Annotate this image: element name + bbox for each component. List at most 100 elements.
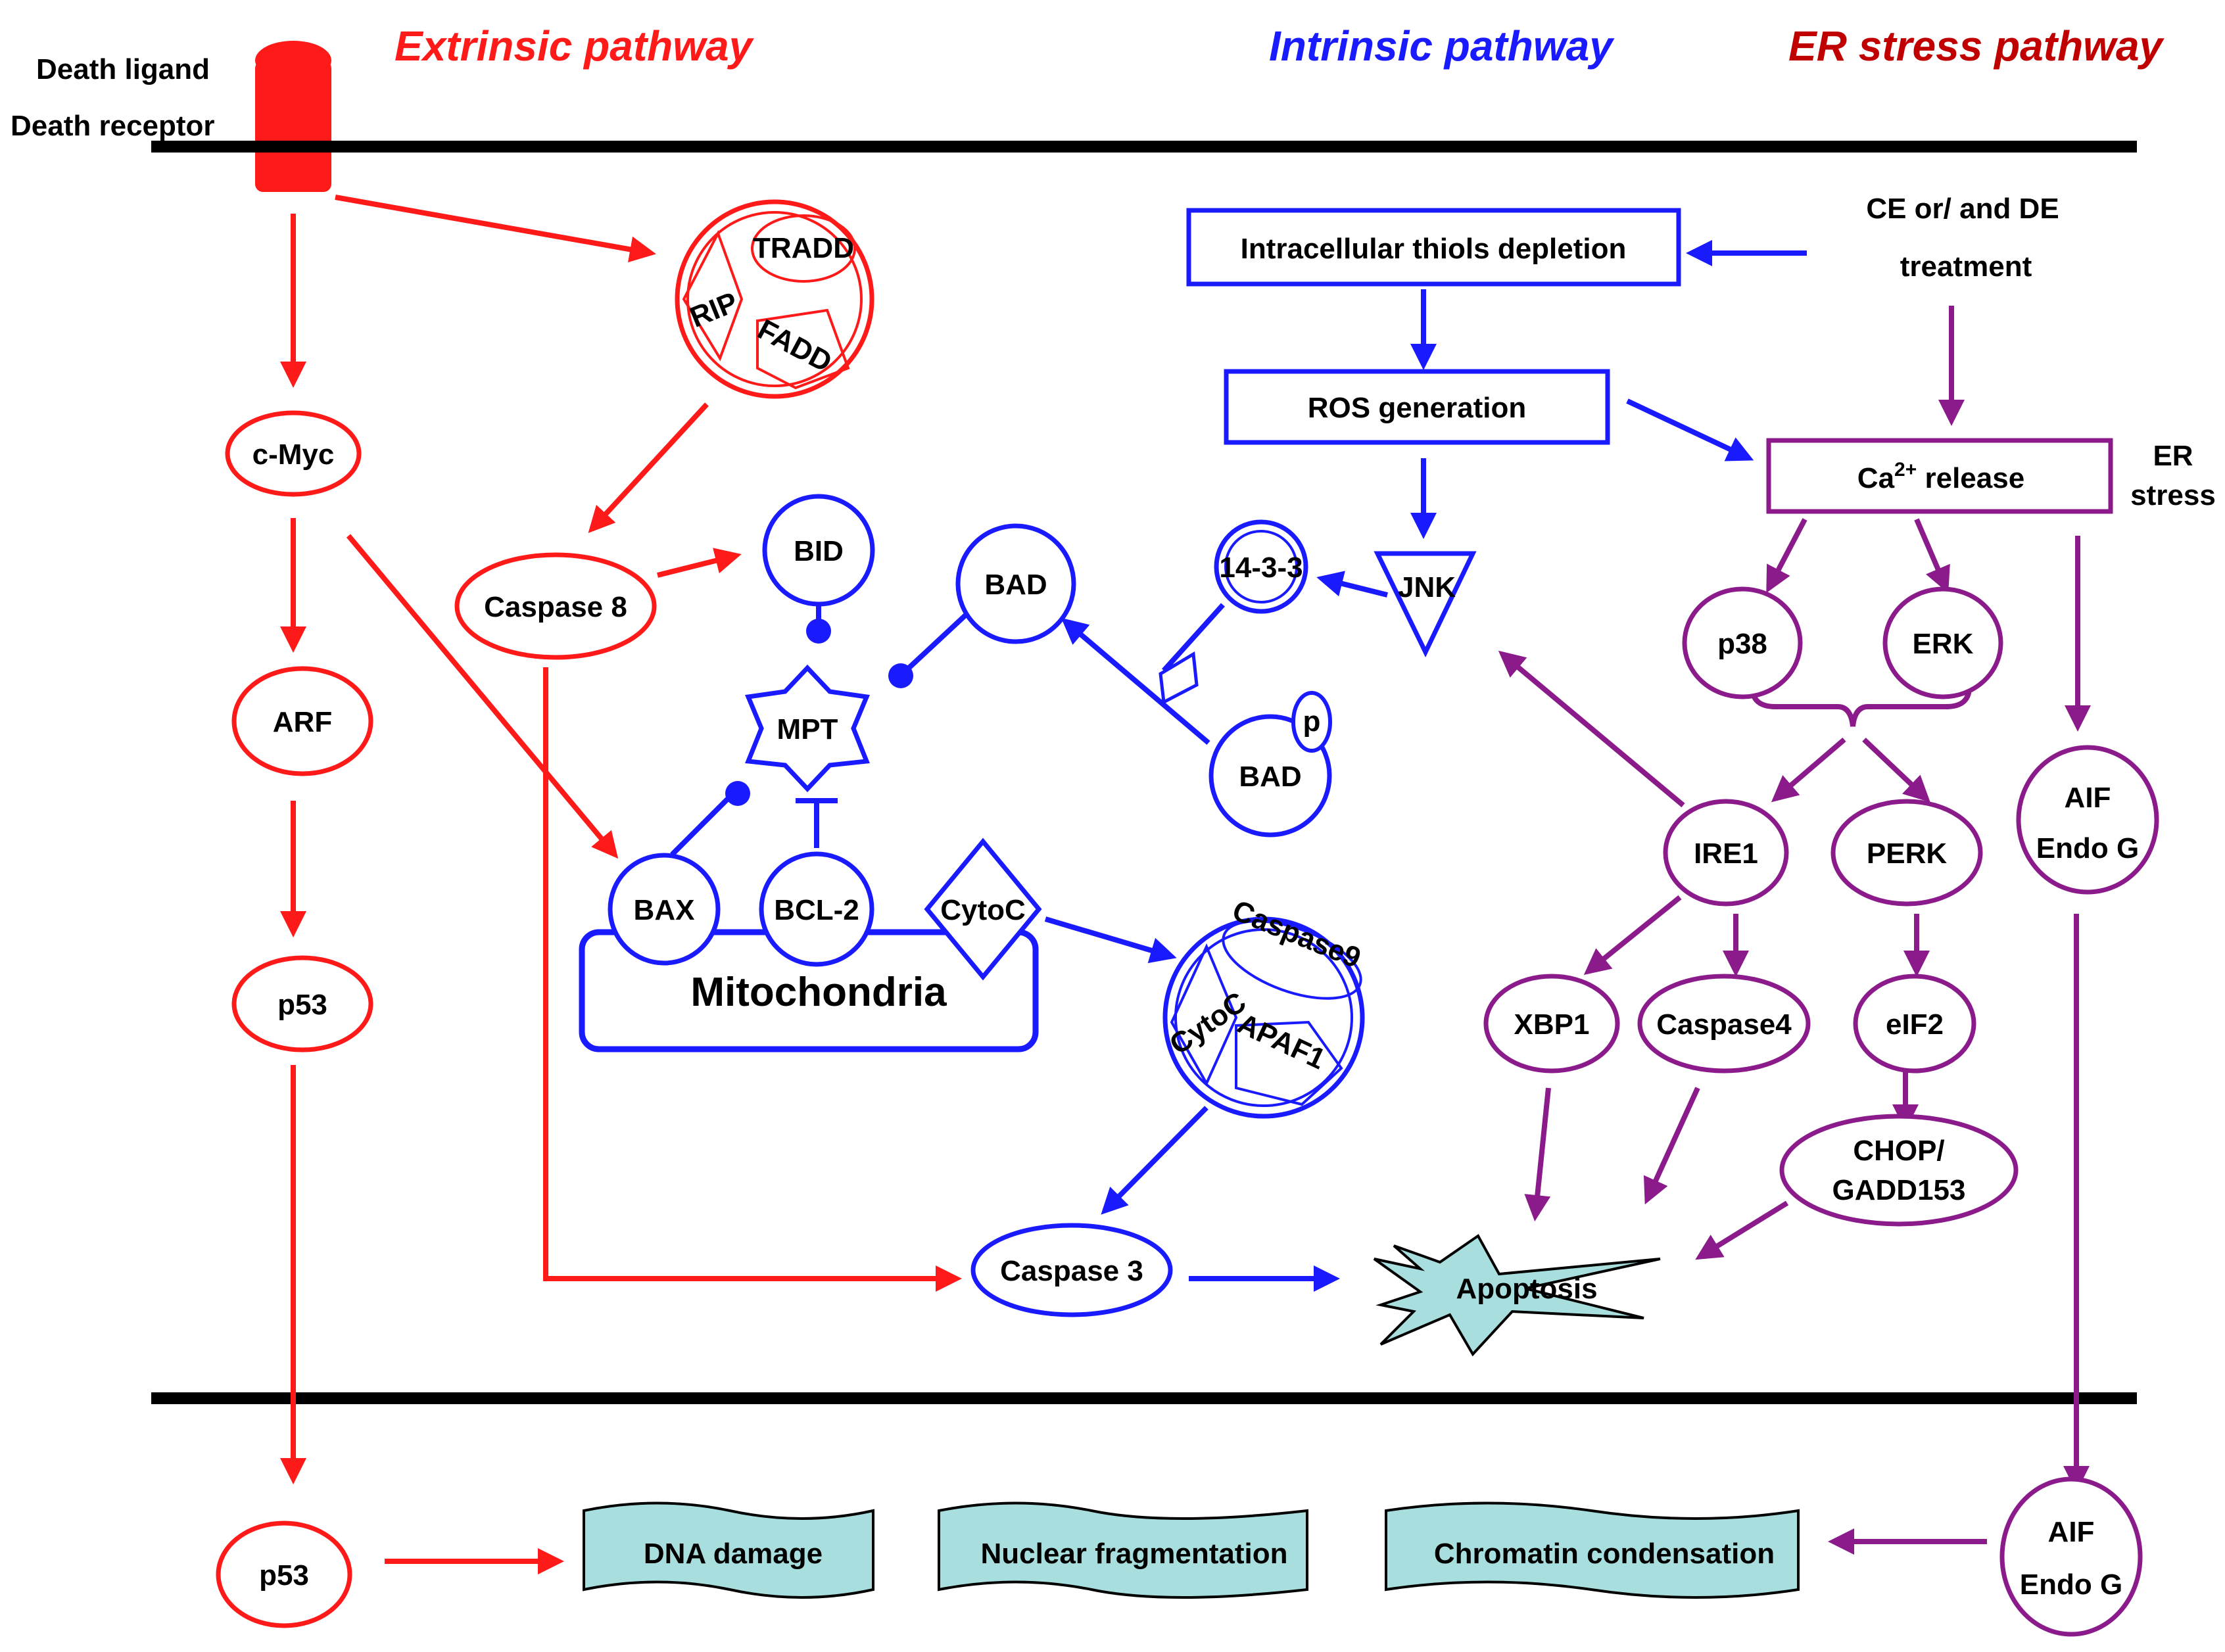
node-bcl2-label: BCL-2 [774, 894, 859, 926]
node-eif2-label: eIF2 [1886, 1008, 1944, 1041]
node-arf-label: ARF [273, 706, 332, 738]
treatment-label-line1: CE or/ and DE [1866, 193, 2059, 225]
edge-receptor-disc [335, 195, 656, 263]
node-bax: BAX [608, 853, 721, 966]
box-chromatin-condensation: Chromatin condensation [1385, 1501, 1800, 1599]
node-thiols-depletion: Intracellular thiols depletion [1186, 208, 1681, 287]
node-erk-label: ERK [1913, 628, 1974, 660]
edge-badp-bad [1061, 617, 1210, 745]
node-bad-phosphorylated-label: BAD [1239, 761, 1301, 793]
edge-cmyc-bax [346, 534, 619, 859]
node-c-myc: c-Myc [225, 410, 362, 497]
node-caspase8: Caspase 8 [454, 552, 657, 660]
node-p53-cytoplasm: p53 [231, 955, 373, 1052]
node-caspase8-label: Caspase 8 [484, 591, 627, 623]
node-arf: ARF [231, 666, 373, 776]
tradd-shape [751, 214, 856, 283]
inhibitor-dots [725, 619, 913, 806]
apoptosome-caspase9-shape [1222, 920, 1362, 1000]
node-caspase4: Caspase4 [1637, 974, 1811, 1074]
node-caspase3-label: Caspase 3 [1000, 1255, 1143, 1287]
cell-membrane-line [151, 141, 2137, 153]
node-aif-endog-nucleus: AIF Endo G [1999, 1476, 2143, 1637]
er-stress-label-line2: stress [2130, 479, 2216, 511]
mitochondria-label: Mitochondria [690, 970, 947, 1015]
node-14-3-3-label: 14-3-3 [1219, 552, 1303, 584]
apoptosome-cytoc-shape [1170, 943, 1238, 1087]
node-mpt-label: MPT [777, 713, 838, 745]
title-extrinsic: Extrinsic pathway [395, 22, 755, 70]
node-p53-cytoplasm-label: p53 [277, 989, 327, 1021]
death-ligand-label: Death ligand [36, 53, 210, 85]
node-aif-endog-label-1: AIF [2065, 782, 2111, 814]
edge-casp4-apoptosis [1643, 1087, 1700, 1205]
disc-complex: TRADD RIP FADD [675, 199, 874, 399]
phospho-p-label: p [1303, 705, 1321, 738]
brace-p38-erk [1750, 686, 1972, 727]
node-bid: BID [762, 494, 875, 607]
node-bad-phosphorylated: BAD p [1208, 691, 1332, 838]
title-er-stress: ER stress pathway [1788, 22, 2165, 70]
death-receptor-label: Death receptor [11, 110, 215, 142]
apoptosome-apaf1-shape [1235, 1020, 1343, 1106]
edge-ire1-jnk [1498, 650, 1685, 808]
node-c-myc-label: c-Myc [252, 438, 335, 471]
node-aif-endog-label-2: Endo G [2036, 832, 2139, 864]
edge-cytoc-apoptosome [1044, 916, 1177, 964]
ca-superscript: 2+ [1894, 459, 1917, 481]
node-xbp1-label: XBP1 [1514, 1008, 1590, 1041]
node-chop-gadd153-label-1: CHOP/ [1853, 1135, 1944, 1167]
node-p53-nucleus-label: p53 [259, 1559, 309, 1592]
box-nuclear-fragmentation-label: Nuclear fragmentation [981, 1538, 1288, 1570]
node-ire1-label: IRE1 [1694, 838, 1758, 870]
node-p38-label: p38 [1717, 628, 1767, 660]
nuclear-membrane-line [151, 1392, 2137, 1404]
edge-bax-mpt [670, 793, 733, 857]
node-jnk: JNK [1374, 551, 1477, 658]
node-apoptosis: Apoptosis [1373, 1234, 1661, 1357]
edge-casp8-casp3 [543, 667, 962, 1292]
node-ca-release-label: Ca2+ release [1857, 459, 2024, 494]
node-aif-endog-nucleus-label-2: Endo G [2020, 1569, 2122, 1601]
rip-shape [682, 230, 744, 362]
node-jnk-label: JNK [1398, 571, 1456, 603]
tradd-label: TRADD [753, 232, 854, 264]
node-perk: PERK [1830, 799, 1983, 907]
edge-1433-complex [1162, 603, 1225, 673]
node-chop-gadd153-label-2: GADD153 [1832, 1174, 1966, 1206]
node-thiols-depletion-label: Intracellular thiols depletion [1241, 233, 1627, 265]
node-mpt: MPT [745, 664, 870, 793]
node-caspase3: Caspase 3 [970, 1223, 1173, 1317]
mitochondria: Mitochondria [579, 929, 1039, 1052]
node-bad-label: BAD [984, 569, 1047, 601]
edge-brace-perk [1862, 738, 1930, 803]
node-bid-label: BID [794, 535, 844, 567]
node-aif-endog-nucleus-label-1: AIF [2048, 1516, 2095, 1548]
title-intrinsic: Intrinsic pathway [1269, 22, 1615, 70]
ca-symbol: Ca [1857, 462, 1895, 494]
node-cytoc-label: CytoC [940, 894, 1026, 926]
node-ire1: IRE1 [1663, 799, 1789, 907]
node-ros-generation: ROS generation [1224, 369, 1610, 445]
apoptosome-complex: Caspase9 CytoC APAF1 [1162, 894, 1365, 1119]
box-nuclear-fragmentation: Nuclear fragmentation [938, 1501, 1308, 1599]
node-bad: BAD [955, 523, 1076, 644]
edge-brace-ire1 [1771, 737, 1846, 803]
node-aif-endog: AIF Endo G [2016, 745, 2159, 895]
ca-release-text: release [1917, 462, 2024, 494]
edge-disc-casp8 [588, 402, 709, 533]
diamond-link [1159, 651, 1199, 705]
node-apoptosis-label: Apoptosis [1456, 1273, 1597, 1305]
death-receptor-icon [255, 41, 331, 192]
edge-bad-mpt [904, 606, 975, 673]
edge-jnk-1433 [1316, 571, 1388, 598]
phospho-p-marker [1291, 691, 1332, 753]
node-ros-generation-label: ROS generation [1308, 392, 1527, 424]
edge-casp8-bid [657, 548, 742, 578]
er-stress-label-line1: ER [2153, 440, 2193, 472]
edge-ire1-xbp1 [1583, 895, 1682, 976]
edge-ca-p38 [1766, 518, 1807, 594]
edge-chop-apoptosis [1695, 1200, 1789, 1260]
node-xbp1: XBP1 [1483, 974, 1620, 1074]
